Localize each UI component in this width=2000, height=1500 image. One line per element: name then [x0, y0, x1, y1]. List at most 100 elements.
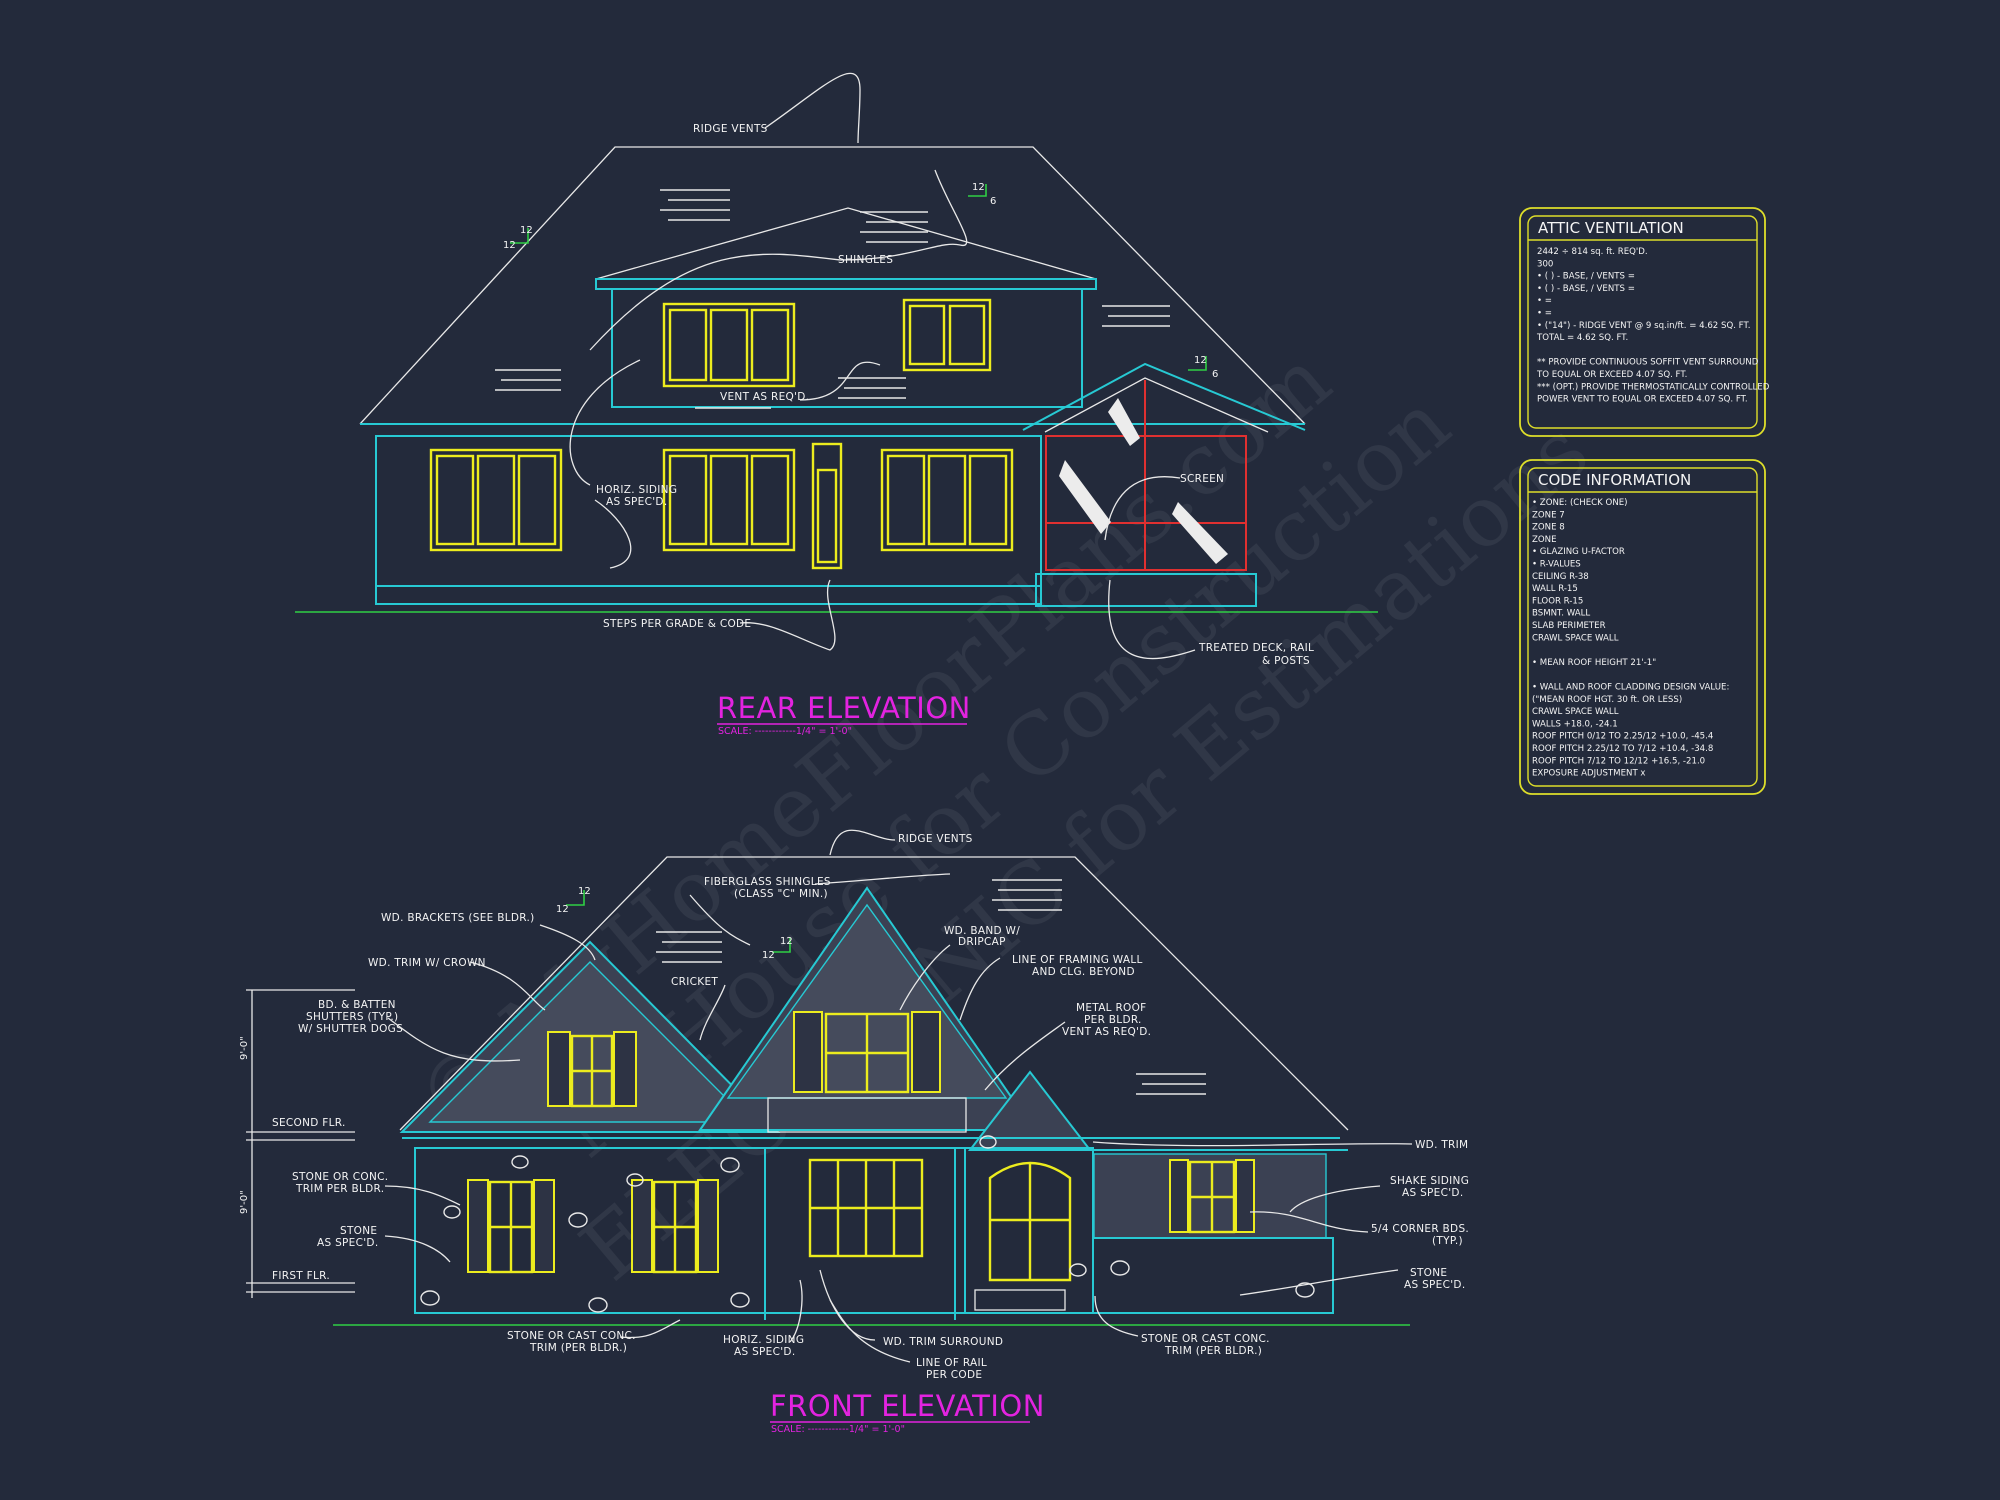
front-left-gable-shingle [428, 961, 752, 1123]
attic-box-line: • ( ) - BASE, / VENTS = [1537, 272, 1635, 282]
front-window-left-1 [467, 1179, 555, 1274]
front-label-cast-left-1: STONE OR CAST CONC. [507, 1330, 636, 1342]
rear-screen-frame [1045, 435, 1247, 571]
front-label-band-1: WD. BAND W/ [944, 925, 1020, 937]
code-box-line: ROOF PITCH 7/12 TO 12/12 +16.5, -21.0 [1532, 756, 1705, 766]
rear-pitch-c-run: 6 [1212, 369, 1218, 380]
code-box-line: • R-VALUES [1532, 560, 1581, 570]
rear-lower-window-group-3 [880, 448, 1014, 552]
front-label-second-flr: SECOND FLR. [272, 1117, 346, 1129]
rear-pitch-a-rise: 12 [520, 225, 533, 236]
front-window-left-2 [631, 1179, 719, 1274]
attic-box-title: ATTIC VENTILATION [1538, 219, 1684, 237]
rear-lower-wall [375, 435, 1042, 605]
rear-label-ridge-vents: RIDGE VENTS [693, 123, 768, 135]
rear-pitch-b: 12 6 [968, 182, 996, 207]
attic-box-line: 2442 ÷ 814 sq. ft. REQ'D. [1537, 247, 1648, 257]
code-box-lines: • ZONE: (CHECK ONE) ZONE 7 ZONE 8 ZONE• … [1532, 498, 1729, 779]
rear-pitch-c: 12 6 [1188, 355, 1218, 380]
rear-roof-vent-symbols [495, 189, 1170, 409]
front-gable-window-left [547, 1031, 637, 1108]
front-gable-window-center [793, 1011, 941, 1094]
code-information-box: CODE INFORMATION • ZONE: (CHECK ONE) ZON… [1519, 459, 1766, 795]
code-box-line: WALLS +18.0, -24.1 [1532, 719, 1618, 729]
watermark: © MyHomeFloorPlans.com MyHouse for Const… [398, 330, 1606, 1299]
attic-box-line: TO EQUAL OR EXCEED 4.07 SQ. FT. [1536, 370, 1687, 380]
rear-porch-gable-inner [1044, 377, 1269, 433]
code-box-line: CRAWL SPACE WALL [1532, 633, 1619, 643]
rear-upper-wall [611, 288, 1083, 408]
front-elevation-scale: SCALE: ------------1/4" = 1'-0" [771, 1424, 905, 1435]
front-pitch-a: 12 12 [556, 886, 591, 915]
front-window-right [1169, 1159, 1255, 1234]
front-label-horiz-1: HORIZ. SIDING [723, 1334, 804, 1346]
code-box-line: ("MEAN ROOF HGT. 30 ft. OR LESS) [1532, 695, 1682, 705]
attic-ventilation-box: ATTIC VENTILATION 2442 ÷ 814 sq. ft. REQ… [1519, 207, 1770, 437]
front-label-metal-1: METAL ROOF [1076, 1002, 1147, 1014]
front-roof-vent-symbols [656, 879, 1206, 1095]
code-box-line: WALL R-15 [1532, 584, 1578, 594]
rear-pitch-a: 12 12 [503, 225, 533, 251]
front-pitch-a-rise: 12 [578, 886, 591, 897]
front-label-metal-2: PER BLDR. [1084, 1014, 1142, 1026]
front-label-stone-left-2: AS SPEC'D. [317, 1237, 378, 1249]
rear-lower-window-group-1 [429, 448, 563, 552]
front-label-cast-right-2: TRIM (PER BLDR.) [1164, 1345, 1262, 1357]
attic-box-line: ** PROVIDE CONTINUOUS SOFFIT VENT SURROU… [1537, 358, 1759, 368]
attic-box-line: • = [1537, 296, 1552, 306]
front-label-cricket: CRICKET [671, 976, 718, 988]
front-label-rail-1: LINE OF RAIL [916, 1357, 987, 1369]
front-label-band-2: DRIPCAP [958, 936, 1006, 948]
front-label-first-flr: FIRST FLR. [272, 1270, 330, 1282]
attic-box-line: TOTAL = 4.62 SQ. FT. [1536, 333, 1628, 343]
front-label-framing-2: AND CLG. BEYOND [1032, 966, 1135, 978]
rear-elevation: 12 12 12 6 12 6 RIDGE VENTS SHINGLES [295, 72, 1378, 737]
code-box-line: CRAWL SPACE WALL [1532, 707, 1619, 717]
attic-box-line: 300 [1537, 259, 1553, 269]
code-box-line: ZONE 8 [1532, 523, 1565, 533]
attic-box-line: • ("14") - RIDGE VENT @ 9 sq.in/ft. = 4.… [1537, 321, 1750, 331]
front-label-shake-1: SHAKE SIDING [1390, 1175, 1469, 1187]
front-label-rail-2: PER CODE [926, 1369, 982, 1381]
front-label-cast-left-2: TRIM (PER BLDR.) [529, 1342, 627, 1354]
rear-pitch-b-rise: 12 [972, 182, 985, 193]
front-label-fiber-2: (CLASS "C" MIN.) [734, 888, 828, 900]
front-label-framing-1: LINE OF FRAMING WALL [1012, 954, 1143, 966]
rear-upper-eave [595, 278, 1097, 290]
front-label-shutters-1: BD. & BATTEN [318, 999, 396, 1011]
front-center-band [767, 1097, 967, 1133]
front-label-shake-2: AS SPEC'D. [1402, 1187, 1463, 1199]
front-label-trim-left-2: TRIM PER BLDR. [295, 1183, 384, 1195]
rear-screen-glare [1059, 398, 1228, 564]
front-floor-level-marks: 9'-0" 9'-0" [239, 989, 355, 1298]
rear-leaders [569, 72, 1196, 660]
rear-label-shingles: SHINGLES [838, 254, 893, 266]
code-box-line: FLOOR R-15 [1532, 596, 1583, 606]
rear-upper-roof [595, 207, 1097, 280]
front-pitch-b-run: 12 [762, 950, 775, 961]
front-pitch-b: 12 12 [762, 936, 793, 961]
front-label-stone-right-1: STONE [1410, 1267, 1447, 1279]
code-box-line: SLAB PERIMETER [1532, 621, 1606, 631]
front-label-fiber-1: FIBERGLASS SHINGLES [704, 876, 831, 888]
code-box-line: CEILING R-38 [1532, 572, 1589, 582]
front-entry-steps [974, 1289, 1066, 1311]
attic-box-lines: 2442 ÷ 814 sq. ft. REQ'D. 300 • ( ) - BASE… [1536, 247, 1770, 405]
rear-pitch-c-rise: 12 [1194, 355, 1207, 366]
code-box-line: BSMNT. WALL [1532, 609, 1590, 619]
front-label-ridge-vents: RIDGE VENTS [898, 833, 973, 845]
front-elevation: 9'-0" 9'-0" 12 12 12 12 [239, 829, 1469, 1435]
front-leaders [384, 829, 1413, 1363]
front-stone-marks [420, 1135, 1315, 1313]
front-dim-upper: 9'-0" [239, 1036, 250, 1060]
front-elevation-title: FRONT ELEVATION [770, 1389, 1045, 1423]
front-label-trim-crown: WD. TRIM W/ CROWN [368, 957, 486, 969]
code-box-title: CODE INFORMATION [1538, 471, 1691, 489]
rear-label-horiz-2: AS SPEC'D. [606, 496, 667, 508]
rear-label-steps: STEPS PER GRADE & CODE [603, 618, 751, 630]
front-label-shutters-2: SHUTTERS (TYP.) [306, 1011, 398, 1023]
front-label-cast-right-1: STONE OR CAST CONC. [1141, 1333, 1270, 1345]
front-pitch-a-run: 12 [556, 904, 569, 915]
front-label-shutters-3: W/ SHUTTER DOGS [298, 1023, 403, 1035]
code-box-line: ROOF PITCH 0/12 TO 2.25/12 +10.0, -45.4 [1532, 732, 1713, 742]
